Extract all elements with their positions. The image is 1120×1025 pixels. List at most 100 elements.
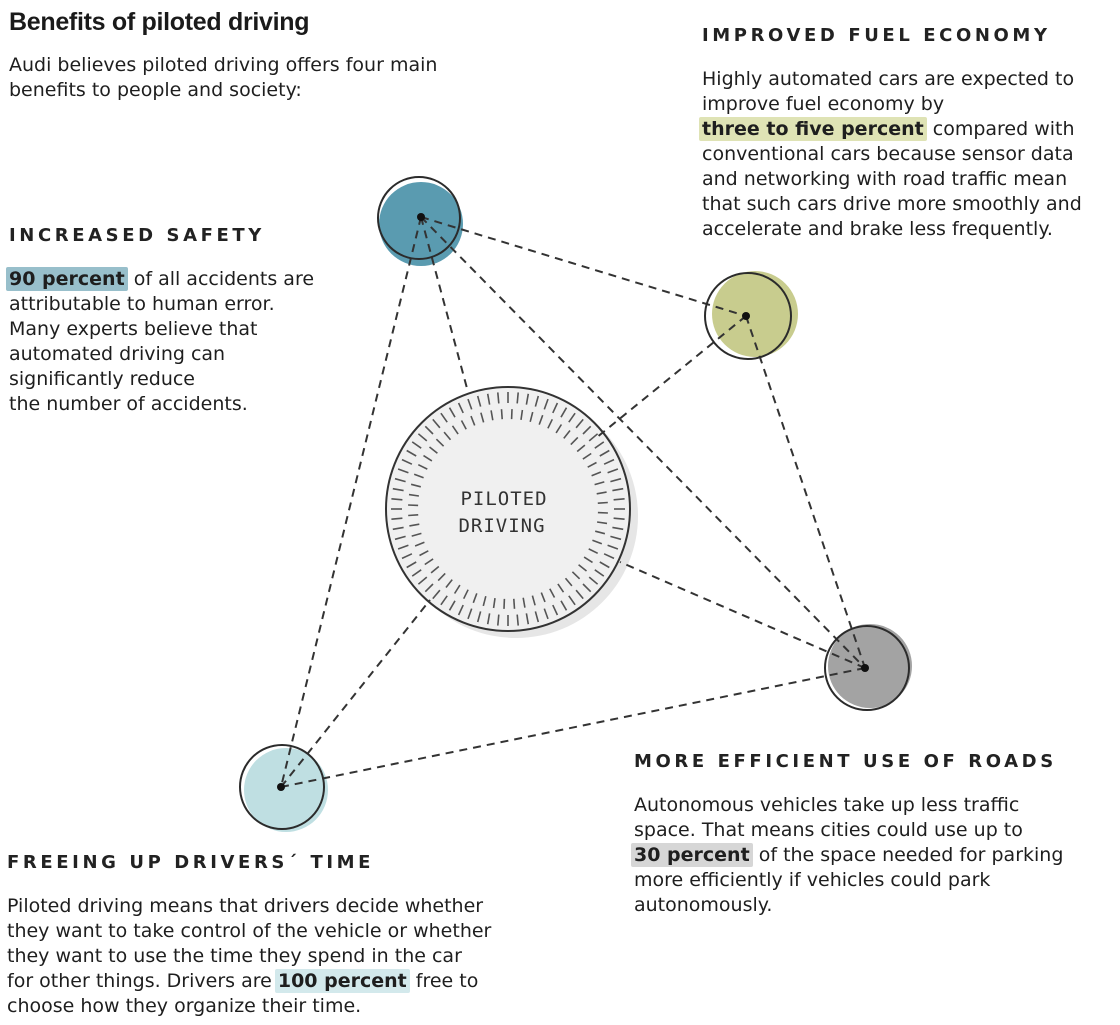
center-tick	[472, 593, 478, 604]
center-tick	[594, 569, 605, 577]
center-tick	[588, 548, 599, 555]
center-tick	[568, 412, 576, 423]
center-tick	[575, 589, 584, 600]
center-tick	[570, 436, 579, 446]
roads-body: Autonomous vehicles take up less traffic…	[631, 793, 1063, 918]
center-tick	[582, 583, 592, 593]
time-line-3: they want to use the time they spend in …	[7, 945, 462, 967]
center-tick	[392, 487, 404, 492]
center-tick	[406, 449, 417, 457]
time-line-4: for other things. Drivers are 100 percen…	[7, 969, 491, 994]
center-tick	[595, 530, 606, 535]
center-tick	[516, 614, 519, 626]
roads-node-fill	[828, 624, 912, 708]
center-tick	[437, 572, 446, 582]
line-safety-roads	[420, 216, 866, 669]
center-tick	[591, 471, 602, 477]
center-tick	[516, 392, 519, 404]
center-tick	[391, 517, 403, 520]
center-tick	[576, 444, 586, 453]
center-tick	[445, 579, 453, 588]
center-tick	[552, 402, 559, 414]
safety-line-5: significantly reduce	[9, 368, 195, 390]
center-tick	[525, 393, 530, 405]
fuel-node-ring	[704, 272, 792, 360]
time-heading: FREEING UP DRIVERS´ TIME	[7, 852, 375, 873]
center-tick	[497, 392, 500, 404]
safety-highlight: 90 percent	[6, 267, 128, 291]
roads-node-dot	[861, 664, 869, 672]
center-tick	[401, 553, 413, 560]
connector-lines	[280, 216, 866, 788]
center-tick	[563, 430, 571, 439]
center-tick	[423, 454, 433, 462]
roads-line-5: autonomously.	[634, 894, 773, 916]
center-tick	[408, 493, 420, 497]
center-tick	[440, 595, 448, 606]
center-tick	[409, 523, 420, 527]
time-node-fill	[244, 748, 328, 832]
center-tick	[424, 558, 434, 566]
page-title: Benefits of piloted driving	[9, 8, 310, 36]
time-body: Piloted driving means that drivers decid…	[7, 894, 491, 1019]
center-label-line1: PILOTED	[460, 488, 547, 510]
line-roads-time	[280, 667, 866, 788]
fuel-node-fill	[712, 271, 798, 357]
center-tick	[435, 438, 445, 447]
center-tick	[538, 414, 544, 425]
center-tick	[467, 398, 473, 410]
line-fuel-center	[595, 315, 747, 439]
center-tick	[613, 498, 625, 501]
center-tick	[529, 411, 534, 422]
center-tick	[552, 604, 559, 616]
center-tick	[410, 483, 421, 488]
center-tick	[603, 553, 615, 560]
time-highlight: 100 percent	[274, 969, 410, 993]
center-tick	[610, 477, 622, 483]
fuel-heading: IMPROVED FUEL ECONOMY	[702, 25, 1051, 46]
safety-node-fill	[379, 182, 463, 266]
center-tick	[411, 441, 422, 449]
center-tick	[534, 611, 540, 623]
roads-line-3: 30 percent of the space needed for parki…	[631, 843, 1063, 868]
center-tick	[500, 409, 503, 420]
center-tick	[486, 613, 491, 625]
center-tick	[497, 614, 500, 626]
center-tick	[610, 535, 622, 541]
center-tick	[587, 461, 597, 468]
time-line-4-rest: free to	[409, 970, 479, 992]
center-tick	[443, 431, 452, 441]
time-line-2: they want to take control of the vehicle…	[7, 920, 492, 942]
center-tick	[575, 418, 584, 429]
center-tick	[603, 458, 615, 465]
time-node-dot	[277, 783, 285, 791]
center-tick	[588, 433, 599, 442]
center-tick	[583, 556, 593, 564]
center-tick	[607, 544, 619, 550]
center-tick	[549, 588, 556, 598]
center-tick	[540, 592, 546, 603]
safety-node-dot	[417, 213, 425, 221]
center-tick	[397, 544, 409, 550]
line-fuel-roads	[745, 315, 866, 669]
center-tick	[582, 425, 592, 435]
center-tick	[596, 521, 608, 525]
line-time-center	[280, 599, 431, 788]
center-label-line2: DRIVING	[458, 515, 545, 537]
center-tick	[448, 407, 456, 418]
roads-line-1: Autonomous vehicles take up less traffic	[634, 794, 1020, 816]
center-tick	[568, 595, 576, 606]
center-tick	[560, 407, 568, 418]
center-tick	[486, 393, 491, 405]
safety-body: 90 percent of all accidents are attribut…	[6, 267, 315, 417]
center-tick	[411, 532, 422, 537]
center-tick	[401, 458, 413, 465]
fuel-line-3: three to five percent compared with	[699, 117, 1082, 142]
center-tick	[430, 565, 440, 574]
safety-line-1-rest: of all accidents are	[127, 268, 315, 290]
roads-node-ring	[824, 625, 910, 711]
center-tick	[424, 583, 434, 593]
center-tick	[596, 491, 607, 495]
safety-line-4: automated driving can	[9, 343, 226, 365]
center-tick	[547, 418, 554, 429]
